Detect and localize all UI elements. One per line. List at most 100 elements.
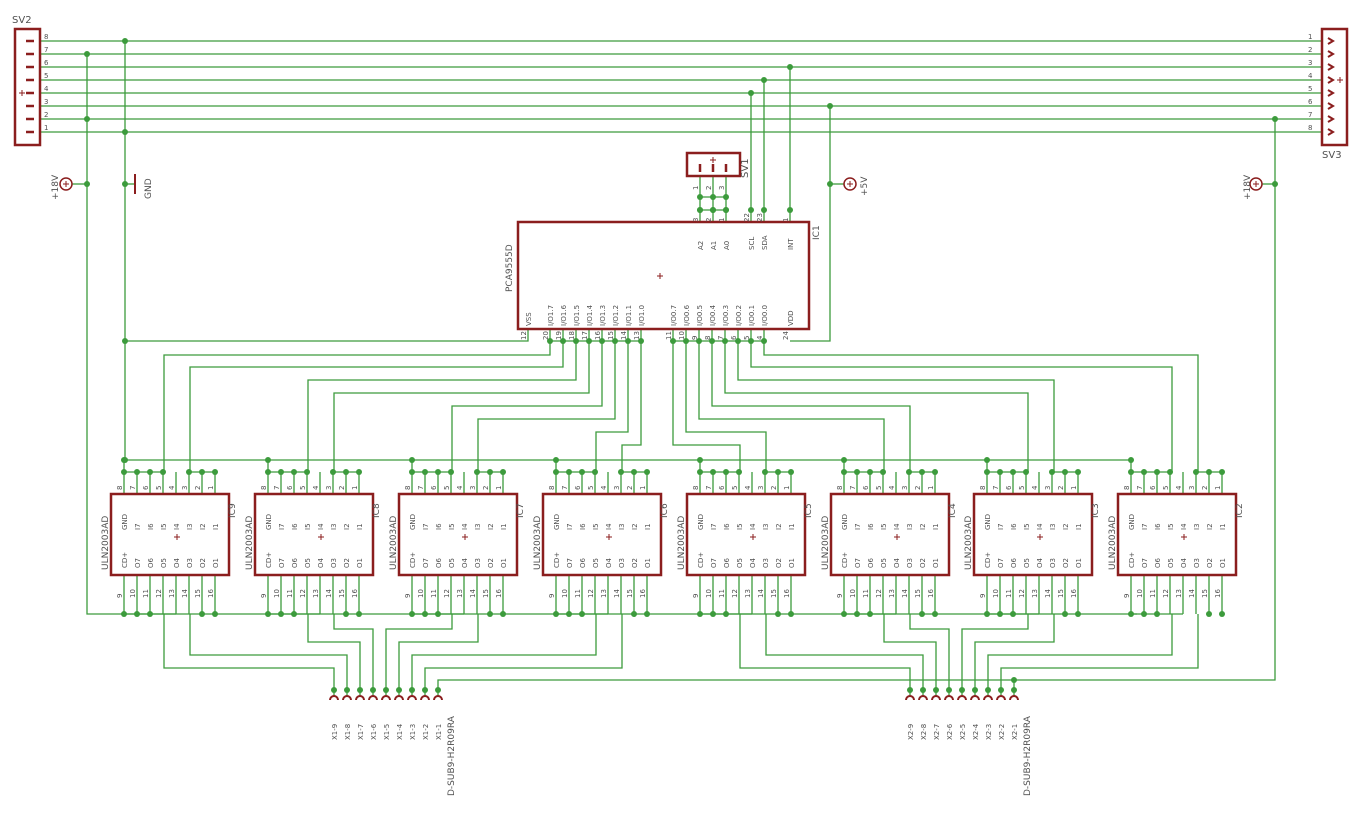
dsub2-pin-label: X2-3 bbox=[985, 724, 993, 740]
junction-dot bbox=[343, 611, 349, 617]
uln-bottom-pin: 15 bbox=[914, 589, 922, 598]
junction-dot bbox=[644, 469, 650, 475]
uln-input-label: I1 bbox=[932, 523, 940, 530]
junction-dot bbox=[748, 90, 754, 96]
output-route bbox=[961, 614, 1029, 690]
uln-name: IC3 bbox=[1091, 503, 1101, 518]
uln-output-label: O4 bbox=[893, 557, 901, 568]
uln-bottom-pin: 12 bbox=[875, 589, 883, 598]
uln-input-label: I3 bbox=[618, 523, 626, 530]
power-symbol bbox=[843, 177, 857, 191]
uln-input-label: I2 bbox=[199, 523, 207, 530]
junction-dot bbox=[1141, 469, 1147, 475]
uln-output-label: O7 bbox=[278, 558, 286, 568]
junction-dot bbox=[435, 611, 441, 617]
uln-output-label: O1 bbox=[1075, 558, 1083, 568]
uln-value: ULN2003AD bbox=[677, 516, 687, 570]
output-route bbox=[411, 614, 597, 690]
signal-route bbox=[737, 329, 1055, 472]
uln-bottom-pin: 10 bbox=[417, 589, 425, 598]
uln-input-label: I5 bbox=[160, 523, 168, 530]
dsub2-pin bbox=[970, 695, 980, 701]
ic1-pin-number: 9 bbox=[691, 336, 699, 340]
ic1-top-label: INT bbox=[787, 238, 795, 250]
uln-output-label: O5 bbox=[592, 558, 600, 568]
right-18v-rail bbox=[1014, 119, 1276, 681]
uln-bottom-pin: 16 bbox=[207, 589, 215, 598]
uln-top-pin: 1 bbox=[351, 486, 359, 490]
junction-dot bbox=[1219, 611, 1225, 617]
uln-top-pin: 1 bbox=[927, 486, 935, 490]
signal-route bbox=[724, 329, 1029, 472]
uln-input-label: I5 bbox=[736, 523, 744, 530]
uln-body bbox=[541, 492, 663, 577]
uln-bottom-pin: 13 bbox=[600, 589, 608, 598]
sv2-pin-number: 2 bbox=[44, 111, 48, 119]
junction-dot bbox=[867, 469, 873, 475]
power-symbol bbox=[1249, 177, 1263, 191]
uln-top-pin: 2 bbox=[338, 486, 346, 490]
uln-input-label: I7 bbox=[854, 523, 862, 530]
junction-dot bbox=[854, 469, 860, 475]
junction-dot bbox=[160, 469, 166, 475]
dsub1-pin bbox=[381, 695, 391, 701]
uln-output-label: O4 bbox=[1036, 557, 1044, 568]
dsub1-pin bbox=[355, 695, 365, 701]
uln-input-label: GND bbox=[265, 514, 273, 530]
uln-bottom-pin: 15 bbox=[194, 589, 202, 598]
uln-top-pin: 3 bbox=[901, 486, 909, 490]
uln-top-pin: 5 bbox=[155, 486, 163, 490]
signal-route bbox=[307, 329, 577, 472]
uln-output-label: O1 bbox=[500, 558, 508, 568]
uln-bottom-pin: 15 bbox=[770, 589, 778, 598]
uln-input-label: I6 bbox=[435, 523, 443, 530]
junction-dot bbox=[1010, 611, 1016, 617]
junction-dot bbox=[147, 469, 153, 475]
ic1-pin-label: I/O0.2 bbox=[735, 305, 743, 326]
sv3-pin bbox=[1327, 102, 1335, 110]
junction-dot bbox=[122, 181, 128, 187]
junction-dot bbox=[827, 103, 833, 109]
origin-cross bbox=[750, 534, 756, 540]
uln-output-label: O3 bbox=[762, 558, 770, 568]
ic1-pin-label: I/O1.0 bbox=[638, 305, 646, 326]
ic1-top-number: 2 bbox=[705, 218, 713, 222]
uln-value: ULN2003AD bbox=[964, 516, 974, 570]
uln-input-label: I7 bbox=[566, 523, 574, 530]
sv3-pin-number: 8 bbox=[1308, 124, 1312, 132]
uln-name: IC5 bbox=[804, 503, 814, 518]
junction-dot bbox=[291, 611, 297, 617]
uln-output-label: O6 bbox=[867, 557, 875, 568]
uln-top-pin: 6 bbox=[430, 485, 438, 490]
ic1-pin-label: I/O0.3 bbox=[722, 305, 730, 326]
signal-route bbox=[698, 329, 885, 472]
junction-dot bbox=[932, 611, 938, 617]
uln-bottom-pin: 12 bbox=[299, 589, 307, 598]
uln-output-label: O3 bbox=[330, 558, 338, 568]
left-18v-label: +18V bbox=[51, 174, 61, 200]
ic1-pin-number: 5 bbox=[743, 336, 751, 340]
signal-route bbox=[333, 329, 590, 472]
uln-output-label: O2 bbox=[199, 558, 207, 568]
ic1-pin-number: 8 bbox=[704, 336, 712, 340]
junction-dot bbox=[278, 611, 284, 617]
uln-bottom-pin: 12 bbox=[587, 589, 595, 598]
ic1-pin-number: 6 bbox=[730, 335, 738, 340]
uln-input-label: GND bbox=[1128, 514, 1136, 530]
junction-dot bbox=[618, 469, 624, 475]
origin-cross bbox=[606, 534, 612, 540]
uln-input-label: I2 bbox=[919, 523, 927, 530]
junction-dot bbox=[356, 611, 362, 617]
ic1-pin-number: 10 bbox=[678, 331, 686, 340]
uln-top-pin: 5 bbox=[299, 486, 307, 490]
sv2-pin-number: 6 bbox=[44, 59, 49, 67]
junction-dot bbox=[422, 611, 428, 617]
uln-input-label: I4 bbox=[605, 523, 613, 530]
uln-output-label: O3 bbox=[474, 558, 482, 568]
output-route bbox=[424, 614, 623, 690]
dsub2-pin bbox=[983, 695, 993, 701]
uln-output-label: O4 bbox=[173, 557, 181, 568]
uln-input-label: I3 bbox=[330, 523, 338, 530]
uln-top-pin: 4 bbox=[168, 485, 176, 490]
junction-dot bbox=[631, 469, 637, 475]
